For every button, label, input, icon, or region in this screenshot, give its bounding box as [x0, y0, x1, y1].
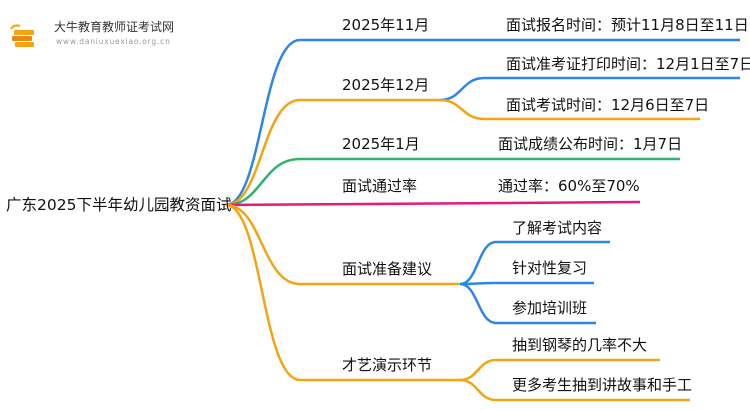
- leaf-pass-rate-value: 通过率：60%至70%: [498, 177, 640, 195]
- leaf-admission-ticket-time: 面试准考证打印时间：12月1日至7日: [506, 55, 750, 73]
- site-brand-name: 大牛教育教师证考试网: [54, 20, 175, 34]
- connector-b5: [225, 203, 460, 286]
- leaf-exam-time: 面试考试时间：12月6日至7日: [506, 96, 710, 114]
- branch-2025-1: 2025年1月: [342, 135, 420, 153]
- branch-pass-rate: 面试通过率: [342, 177, 418, 195]
- root-node: 广东2025下半年幼儿园教资面试: [6, 196, 232, 214]
- branch-prep-advice: 面试准备建议: [342, 260, 433, 278]
- connector-b1: [225, 38, 740, 207]
- connector-b5-c6: [459, 240, 610, 286]
- connector-b5-c8: [459, 282, 596, 325]
- connector-b2-c2: [439, 76, 740, 102]
- leaf-targeted-review: 针对性复习: [512, 259, 588, 277]
- leaf-storytelling-handcraft: 更多考生抽到讲故事和手工: [512, 376, 693, 394]
- branch-2025-12: 2025年12月: [342, 76, 430, 94]
- connector-b3: [225, 157, 680, 207]
- leaf-score-release-time: 面试成绩公布时间：1月7日: [498, 135, 683, 153]
- connector-b2: [225, 98, 440, 207]
- leaf-understand-content: 了解考试内容: [512, 219, 603, 237]
- stacked-books-icon: [10, 24, 34, 47]
- branch-talent-demo: 才艺演示环节: [342, 356, 433, 374]
- leaf-training-class: 参加培训班: [512, 299, 588, 317]
- branch-2025-11: 2025年11月: [342, 16, 430, 34]
- connector-b6-c9: [459, 358, 660, 382]
- connector-b6-c10: [459, 378, 690, 402]
- site-url: www.daniuxuexiao.org.cn: [56, 37, 171, 46]
- connector-b6: [225, 203, 460, 382]
- leaf-registration-time: 面试报名时间：预计11月8日至11日: [506, 16, 749, 34]
- leaf-piano-chance: 抽到钢琴的几率不大: [512, 336, 648, 354]
- connector-b4: [225, 200, 641, 207]
- connector-b2-c3: [439, 98, 700, 121]
- connector-b5-c7: [459, 281, 594, 286]
